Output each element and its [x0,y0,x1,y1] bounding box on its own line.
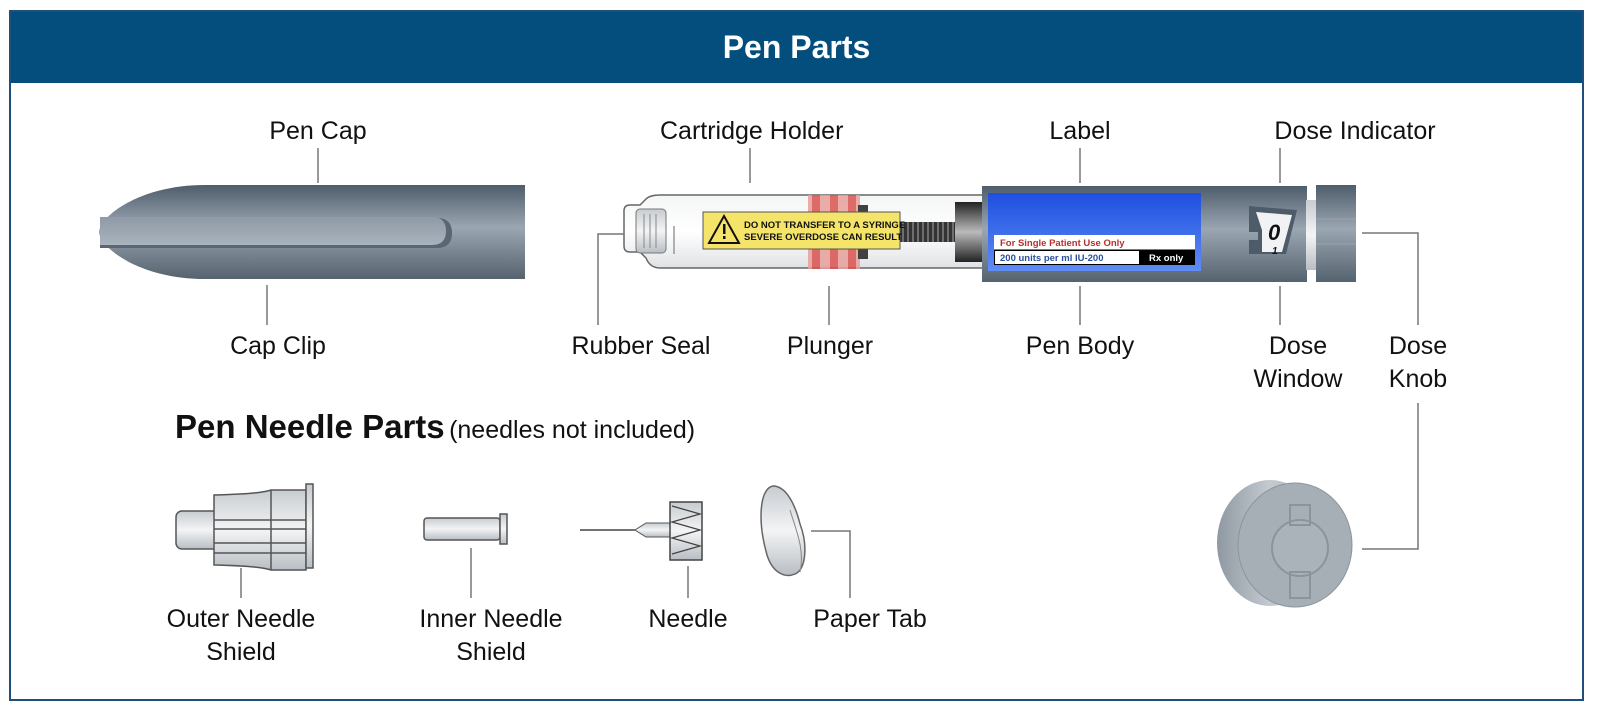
label-label: Label [1049,117,1111,145]
dose-knob-on-pen [1316,185,1356,282]
needle-section-note: (needles not included) [449,416,696,444]
page-title: Pen Parts [11,12,1582,83]
label-line-2: 200 units per ml IU-200 [1000,253,1103,264]
warning-line-2: SEVERE OVERDOSE CAN RESULT [744,232,902,243]
label-needle: Needle [648,605,728,633]
needle-section-heading: Pen Needle Parts [175,408,445,445]
leader-lines [240,148,1419,598]
needle-section-title: Pen Needle Parts (needles not included) [175,408,695,446]
label-line-1: For Single Patient Use Only [1000,238,1125,249]
label-pen-cap: Pen Cap [269,117,367,145]
label-plunger: Plunger [786,332,874,360]
warning-icon [707,213,741,244]
cap-clip [100,217,446,245]
label-cartridge-holder: Cartridge Holder [660,117,844,145]
needle [580,501,703,561]
diagram-frame: Pen Parts [9,10,1584,701]
svg-text:1: 1 [1272,246,1278,257]
label-dose-indicator: Dose Indicator [1274,117,1436,145]
label-paper-tab: Paper Tab [813,605,927,633]
rubber-seal [635,208,667,254]
label-rubber-seal: Rubber Seal [571,332,711,360]
label-pen-body: Pen Body [1025,332,1135,360]
cartridge-holder: DO NOT TRANSFER TO A SYRINGE SEVERE OVER… [623,194,991,269]
pen-cap [99,185,525,279]
pen-body: For Single Patient Use Only 200 units pe… [982,185,1356,282]
label-cap-clip: Cap Clip [230,332,326,360]
warning-sticker: DO NOT TRANSFER TO A SYRINGE SEVERE OVER… [702,211,905,250]
dose-window: 0 1 [1249,206,1297,257]
outer-needle-shield [175,483,314,571]
paper-tab [760,485,806,577]
dose-knob [1217,480,1353,608]
dose-indicator: 0 [1268,220,1281,245]
warning-line-1: DO NOT TRANSFER TO A SYRINGE [744,220,905,231]
rx-only: Rx only [1149,253,1184,264]
inner-needle-shield [423,513,508,545]
